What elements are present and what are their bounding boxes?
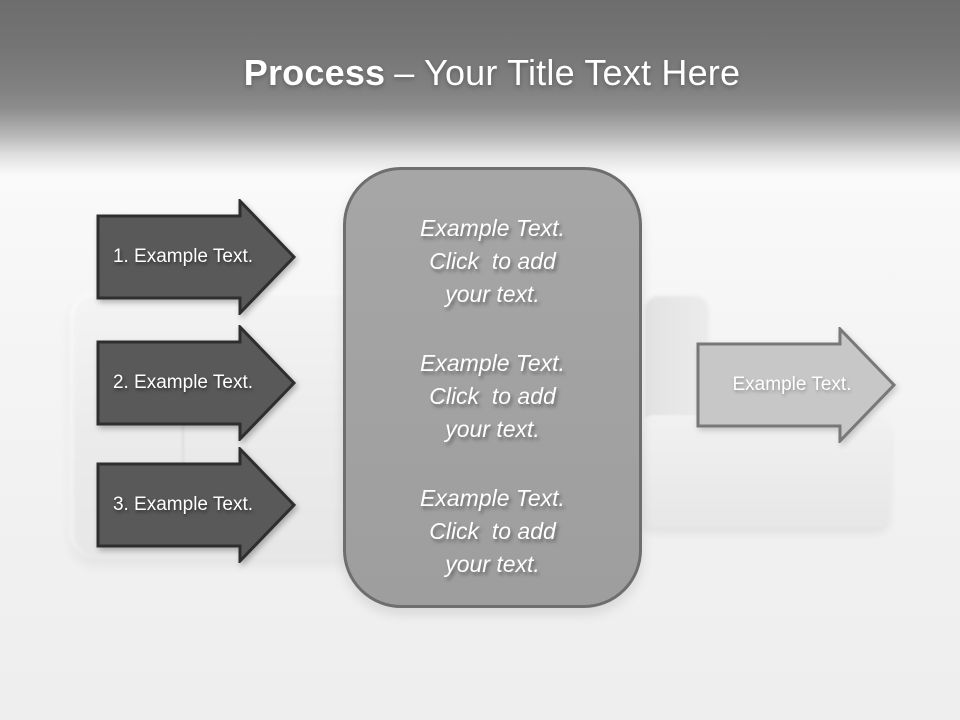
process-step-arrow-3[interactable]: 3. Example Text. <box>96 447 298 563</box>
process-output-arrow[interactable]: Example Text. <box>696 327 898 443</box>
process-step-arrow-2[interactable]: 2. Example Text. <box>96 325 298 441</box>
example-paragraph-2: Example Text. Click to add your text. <box>346 347 639 446</box>
example-paragraph-3: Example Text. Click to add your text. <box>346 482 639 581</box>
header-gradient-band <box>0 0 960 175</box>
paragraph-line: Example Text. <box>420 350 565 376</box>
process-step-arrow-1[interactable]: 1. Example Text. <box>96 199 298 315</box>
paragraph-line: Click to add <box>429 248 556 274</box>
step-label-3: 3. Example Text. <box>112 494 254 515</box>
paragraph-line: your text. <box>445 551 540 577</box>
step-label-1: 1. Example Text. <box>112 246 254 267</box>
right-arrow-icon <box>96 447 297 563</box>
right-arrow-icon <box>696 327 897 443</box>
page-title: Process– Your Title Text Here <box>0 50 960 96</box>
right-arrow-icon <box>96 199 297 315</box>
paragraph-line: Click to add <box>429 383 556 409</box>
paragraph-line: Click to add <box>429 518 556 544</box>
example-paragraph-1: Example Text. Click to add your text. <box>346 212 639 311</box>
right-arrow-icon <box>96 325 297 441</box>
title-rest: – Your Title Text Here <box>394 52 741 93</box>
center-text-box[interactable]: Example Text. Click to add your text. Ex… <box>343 167 642 608</box>
output-label: Example Text. <box>732 374 852 395</box>
paragraph-line: Example Text. <box>420 215 565 241</box>
paragraph-line: Example Text. <box>420 485 565 511</box>
title-emphasis: Process <box>243 52 386 93</box>
paragraph-line: your text. <box>445 281 540 307</box>
step-label-2: 2. Example Text. <box>112 372 254 393</box>
paragraph-line: your text. <box>445 416 540 442</box>
